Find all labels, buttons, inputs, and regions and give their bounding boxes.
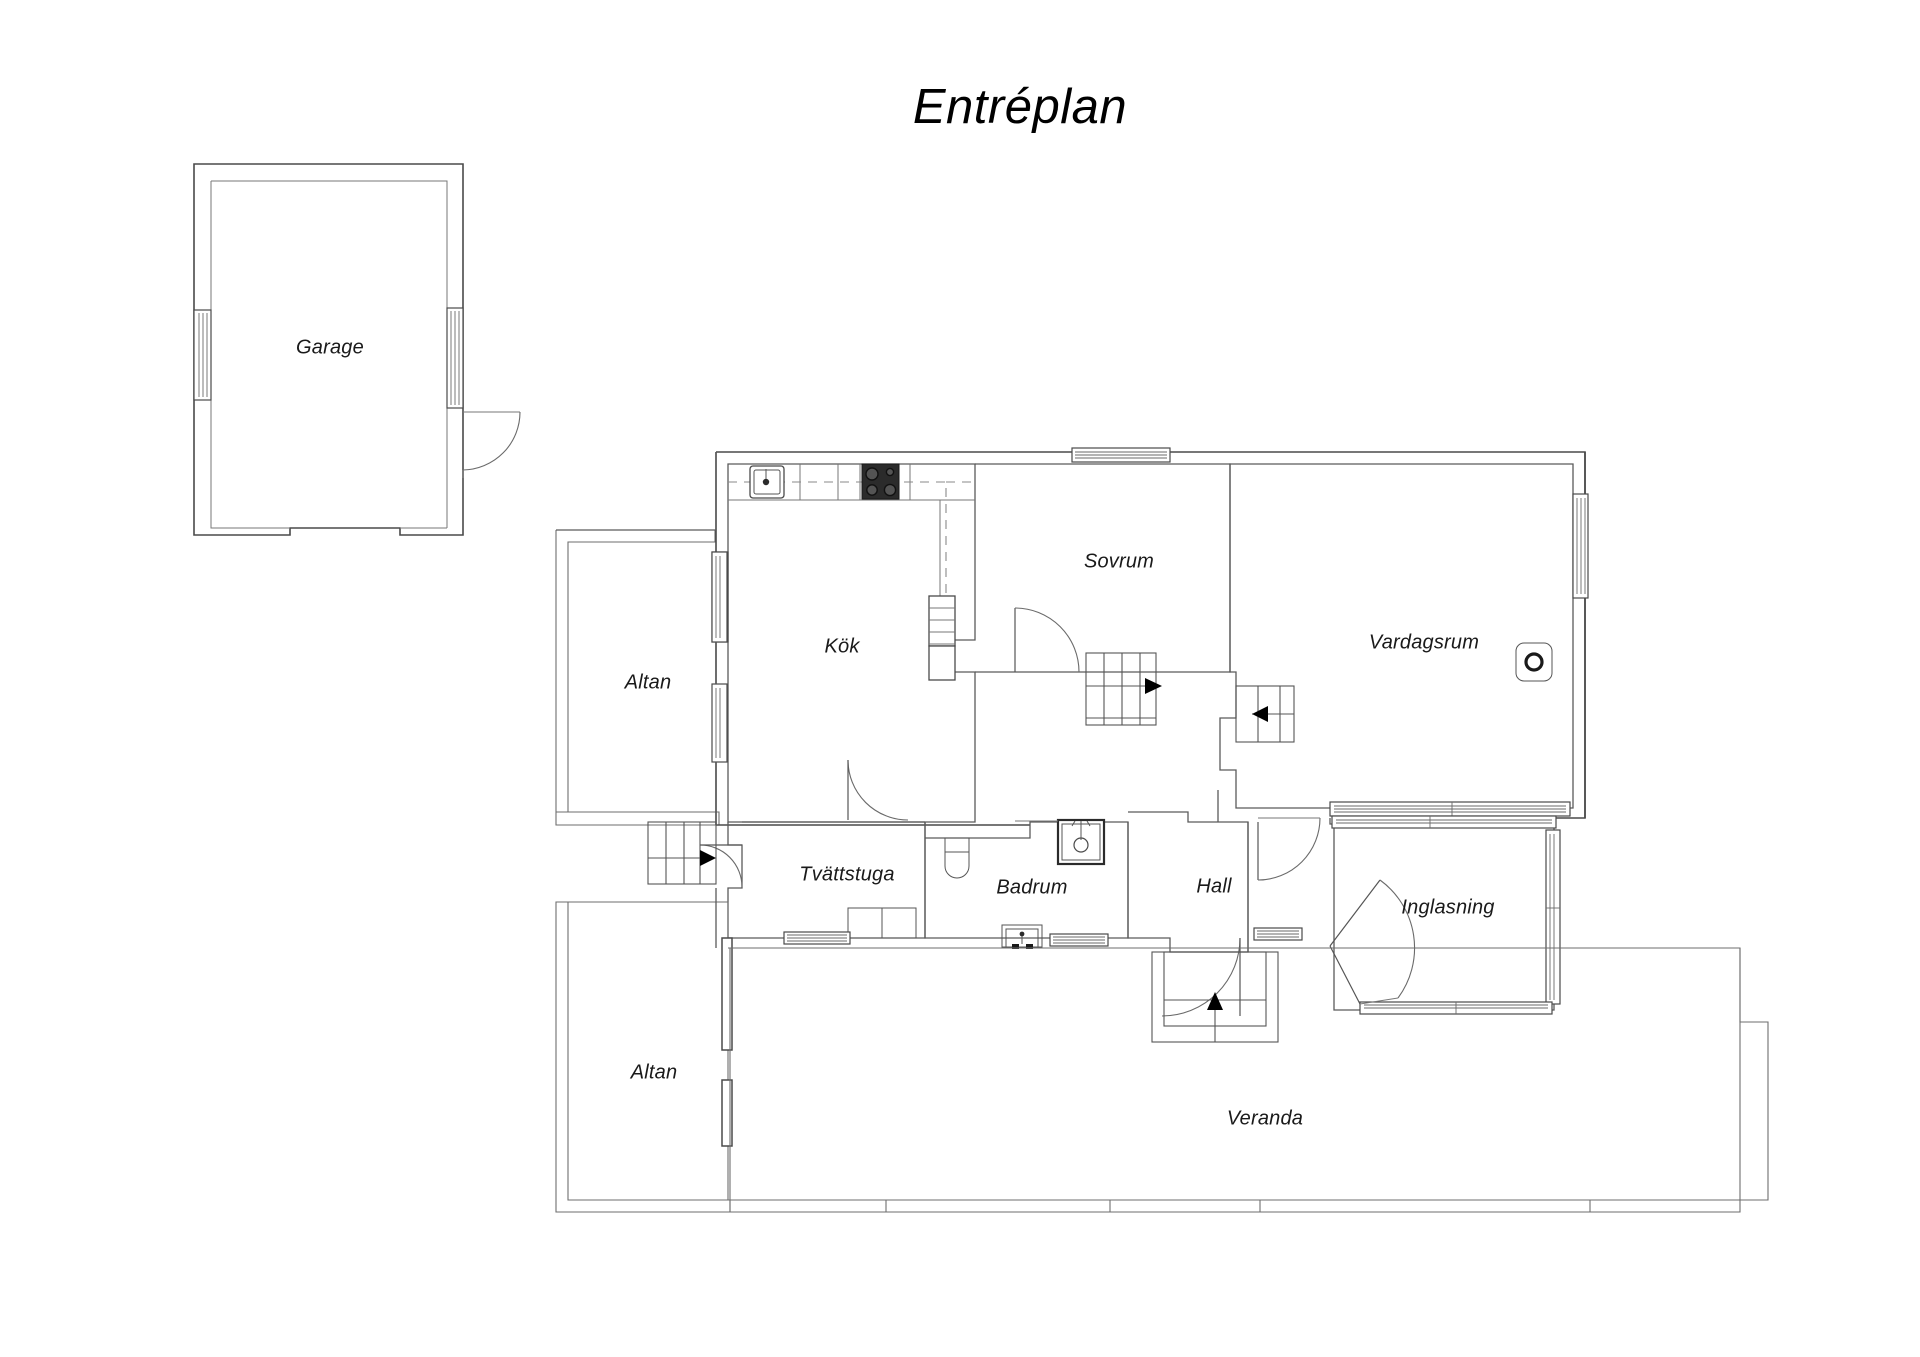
room-label-kok: Kök xyxy=(824,635,860,657)
bathroom-washbasin-icon xyxy=(1001,924,1043,949)
livingroom-window-south xyxy=(1329,801,1571,817)
laundry-window-south xyxy=(783,931,851,945)
hall-window-south xyxy=(1253,927,1303,941)
altan-lower-rail-2 xyxy=(721,1079,733,1147)
room-label-sovrum: Sovrum xyxy=(1084,550,1154,572)
staircase-altan xyxy=(647,821,717,885)
garage-inner-wall xyxy=(210,180,448,529)
kitchen-upper-cabinets xyxy=(728,481,947,640)
page-title: Entréplan xyxy=(913,80,1127,134)
hall-veranda-door xyxy=(1161,937,1241,1017)
altan-lower-rail-1 xyxy=(721,937,733,1051)
altan-upper-block: Altan xyxy=(624,551,728,763)
livingroom-walls xyxy=(1219,463,1574,809)
staircase-hall xyxy=(1235,685,1295,743)
altan-upper-window-2 xyxy=(711,683,728,763)
stair-direction-arrow-left xyxy=(1252,706,1268,722)
connection-details xyxy=(556,452,717,948)
hall-livingroom-door xyxy=(1257,817,1321,881)
kitchen-laundry-door-arc xyxy=(847,759,909,821)
hall-block: Hall xyxy=(1127,790,1321,1017)
altan-upper-window-1 xyxy=(711,551,728,643)
room-label-garage: Garage xyxy=(296,336,364,358)
glazed-porch-window-east xyxy=(1545,829,1561,1005)
laundry-block: Tvättstuga xyxy=(699,821,926,945)
bathroom-shower-icon xyxy=(1056,818,1106,866)
glazed-porch-window-south xyxy=(1359,1001,1553,1015)
room-label-altan-lower: Altan xyxy=(630,1061,678,1083)
garage-window-left xyxy=(193,309,212,401)
room-label-hall: Hall xyxy=(1196,875,1232,897)
livingroom-stove-icon xyxy=(1515,642,1553,682)
glazed-porch-window-north xyxy=(1331,815,1557,829)
kitchen-fridge-icon xyxy=(928,595,956,681)
glazed-porch-block: Inglasning xyxy=(1329,815,1561,1015)
bedroom-block: Sovrum xyxy=(975,447,1231,673)
garage-window-right xyxy=(446,307,464,409)
veranda-block: Veranda xyxy=(728,947,1769,1213)
room-label-badrum: Badrum xyxy=(996,876,1067,898)
room-label-altan-upper: Altan xyxy=(624,671,672,693)
bathroom-window-south xyxy=(1049,933,1109,947)
altan-lower-block: Altan xyxy=(555,901,733,1213)
bedroom-door xyxy=(1014,607,1080,673)
stair-veranda-arrow-up xyxy=(1207,992,1223,1010)
room-label-veranda: Veranda xyxy=(1227,1107,1303,1129)
room-label-tvattstuga: Tvättstuga xyxy=(799,863,894,885)
livingroom-window-east xyxy=(1572,493,1589,599)
staircase-veranda xyxy=(1151,951,1279,1043)
livingroom-block: Vardagsrum xyxy=(1219,463,1589,817)
stair-altan-arrow-right xyxy=(700,850,716,866)
bathroom-toilet-icon xyxy=(944,837,970,879)
glazed-porch-entry-door xyxy=(1329,879,1416,1005)
stair-direction-arrow-right xyxy=(1145,678,1162,694)
staircase-sovrum xyxy=(1085,652,1162,726)
garage-entry-door xyxy=(462,410,521,478)
laundry-exterior-door xyxy=(699,844,743,888)
room-label-vardagsrum: Vardagsrum xyxy=(1369,631,1479,653)
room-label-inglasning: Inglasning xyxy=(1401,896,1494,918)
kitchen-cooktop-icon xyxy=(861,463,900,500)
garage-block: Garage xyxy=(193,163,521,536)
kitchen-sink-icon xyxy=(749,465,785,499)
bedroom-window-north xyxy=(1071,447,1171,463)
laundry-appliances-icon xyxy=(847,907,917,939)
